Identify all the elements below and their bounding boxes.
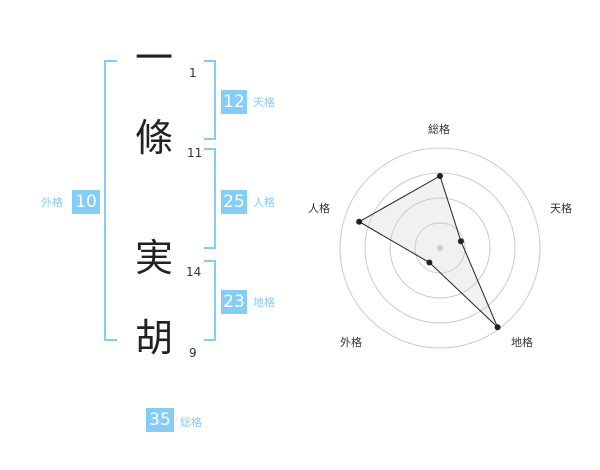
radar-center-dot	[437, 245, 443, 251]
gaikaku-bracket	[104, 60, 117, 341]
radar-axis-label-tenkaku: 天格	[550, 202, 572, 215]
stroke-count-3: 14	[186, 265, 202, 279]
radar-axis-label-gaikaku: 外格	[340, 336, 362, 349]
name-char-2: 條	[134, 116, 173, 160]
stroke-count-2: 11	[187, 146, 203, 160]
name-char-4: 胡	[134, 316, 173, 360]
soukaku-value: 35	[146, 408, 174, 432]
gaikaku-label: 外格	[41, 196, 63, 209]
jinkaku-bracket	[204, 148, 216, 249]
radar-point-1	[457, 238, 464, 245]
gaikaku-value: 10	[72, 190, 100, 214]
name-char-1: 一	[134, 36, 173, 80]
chikaku-value: 23	[221, 290, 247, 314]
chikaku-label: 地格	[253, 296, 275, 309]
stroke-count-1: 1	[189, 66, 197, 80]
chikaku-bracket	[204, 260, 216, 341]
tenkaku-value: 12	[221, 90, 247, 114]
radar-point-4	[356, 218, 363, 225]
stroke-count-4: 9	[189, 346, 197, 360]
radar-axis-label-jinkaku: 人格	[308, 202, 330, 215]
jinkaku-value: 25	[221, 190, 247, 214]
name-char-3: 実	[134, 236, 173, 280]
radar-grid-ring	[339, 147, 541, 349]
tenkaku-label: 天格	[253, 96, 275, 109]
soukaku-label: 総格	[180, 416, 202, 429]
radar-point-3	[426, 259, 433, 266]
radar-point-2	[494, 324, 501, 331]
radar-axis-label-chikaku: 地格	[511, 336, 533, 349]
radar-point-0	[437, 173, 443, 179]
jinkaku-label: 人格	[253, 196, 275, 209]
radar-series-polygon	[358, 175, 499, 328]
radar-axis-label-soukaku: 総格	[428, 123, 450, 136]
tenkaku-bracket	[204, 60, 216, 140]
radar-grid-ring	[389, 197, 491, 299]
